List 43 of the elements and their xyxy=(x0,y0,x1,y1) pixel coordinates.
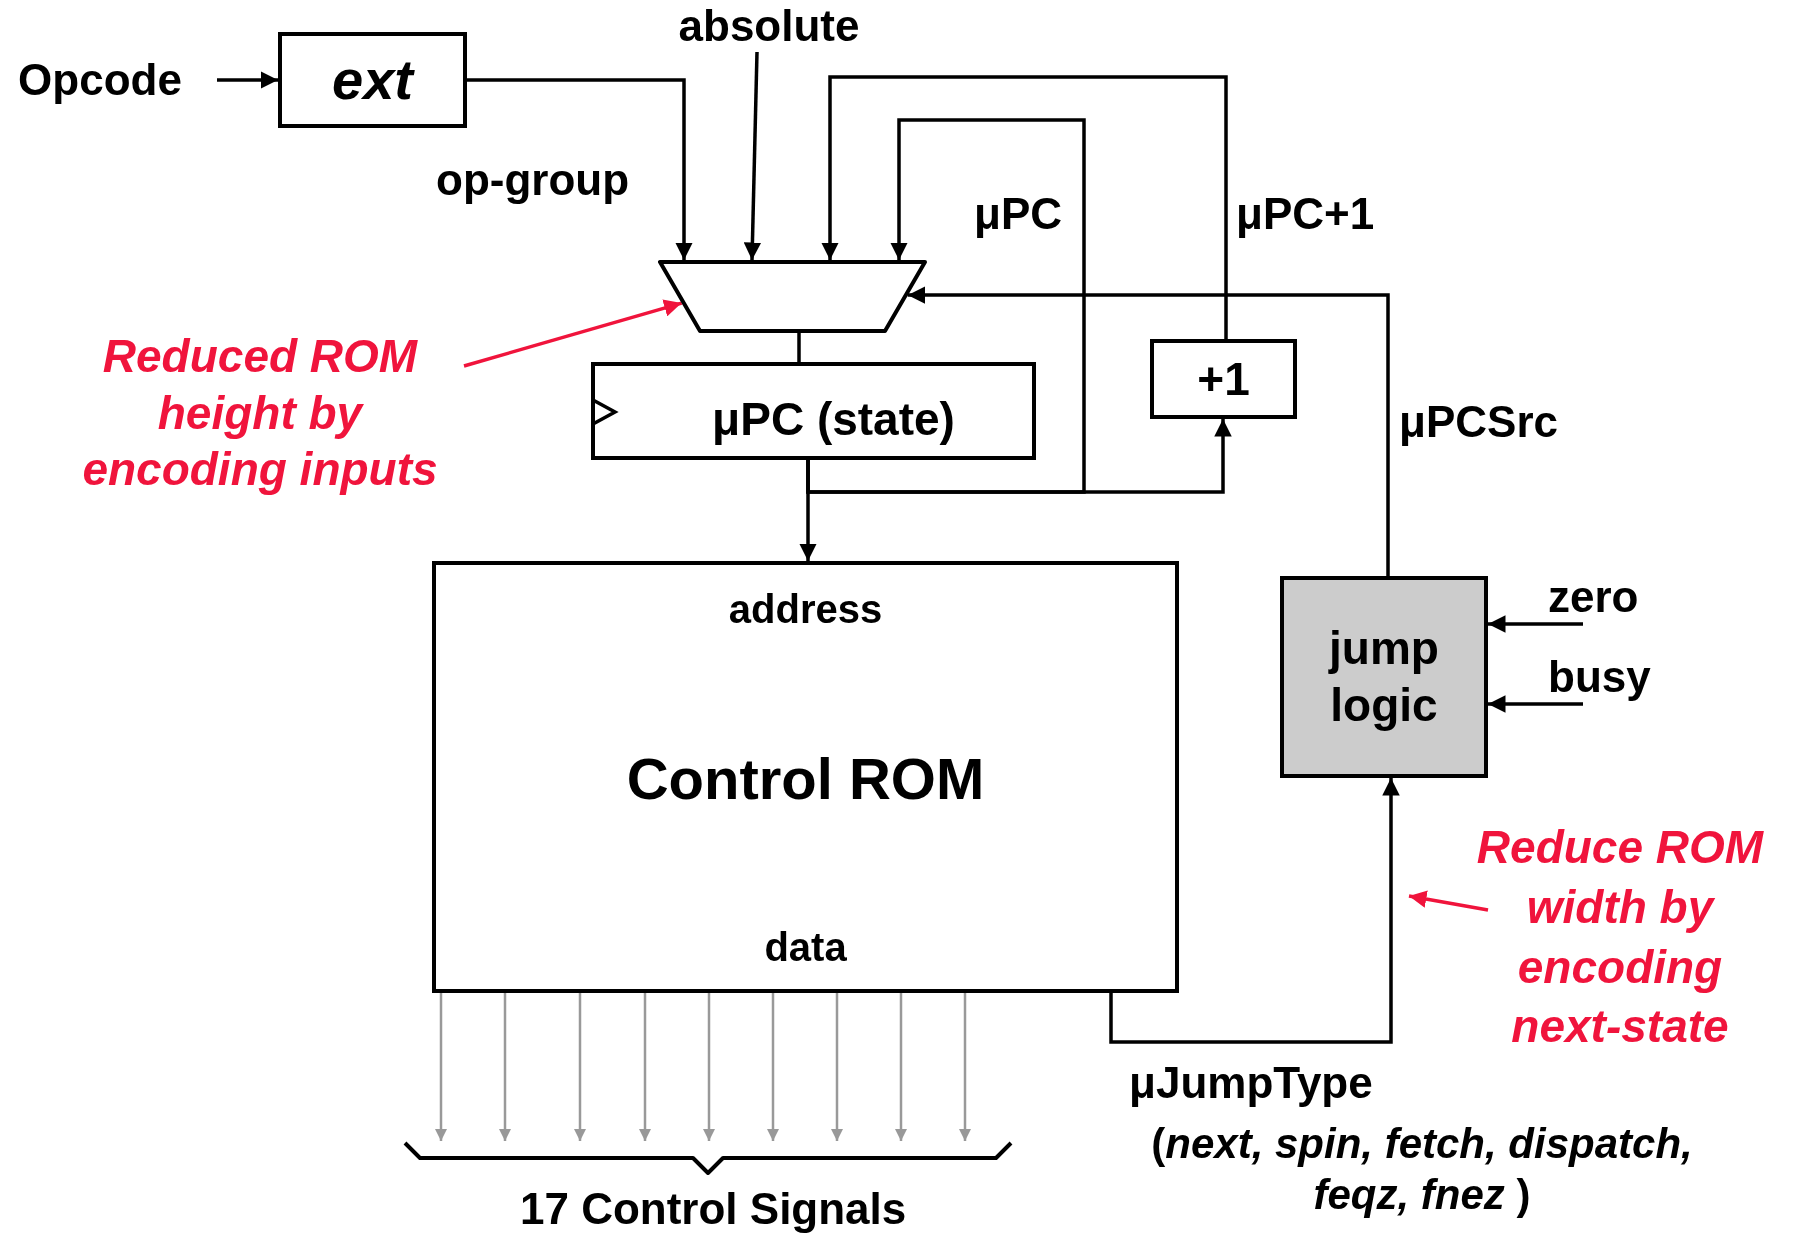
arrow xyxy=(1488,615,1583,633)
port-label: address xyxy=(728,586,883,633)
signal-list: (next, spin, fetch, dispatch, feqz, fnez ) xyxy=(1142,1118,1702,1221)
bus-label: 17 Control Signals xyxy=(520,1183,907,1235)
arrow xyxy=(766,993,780,1141)
block-label: μPC (state) xyxy=(712,391,955,447)
input-label: Opcode xyxy=(8,54,192,106)
arrow xyxy=(830,993,844,1141)
arrow xyxy=(821,75,1228,339)
arrow xyxy=(894,993,908,1141)
arrow xyxy=(958,993,972,1141)
arrow xyxy=(573,993,587,1141)
arrow xyxy=(498,993,512,1141)
arrow xyxy=(907,286,1390,576)
leader-arrow xyxy=(1408,890,1489,912)
leader-arrow xyxy=(463,299,683,368)
port-label: data xyxy=(764,924,847,971)
annotation-text: Reduced ROM height by encoding inputs xyxy=(52,318,468,508)
arrow xyxy=(434,993,448,1141)
annotation-text: Reduce ROM width by encoding next-state xyxy=(1470,815,1770,1060)
arrow xyxy=(702,993,716,1141)
arrow xyxy=(638,993,652,1141)
arrow xyxy=(1109,778,1400,1044)
block-label: jump logic xyxy=(1327,620,1440,733)
arrow xyxy=(1488,695,1583,713)
register-box xyxy=(591,362,1036,460)
multiplexer-trapezoid xyxy=(658,260,927,333)
input-label: busy xyxy=(1548,650,1678,704)
arrow xyxy=(217,71,278,89)
incrementer-box xyxy=(1150,339,1297,419)
brace xyxy=(403,1141,1013,1175)
connector-line xyxy=(797,333,801,362)
input-label: absolute xyxy=(650,0,888,52)
block-title: Control ROM xyxy=(626,744,985,813)
block-label: ext xyxy=(332,47,413,113)
block-label: +1 xyxy=(1197,351,1250,407)
logic-block xyxy=(1280,576,1488,778)
input-label: zero xyxy=(1548,570,1668,624)
extender-box xyxy=(278,32,467,128)
arrow xyxy=(743,51,762,261)
arrow xyxy=(467,78,693,260)
arrow xyxy=(799,460,817,561)
rom-block xyxy=(432,561,1179,993)
